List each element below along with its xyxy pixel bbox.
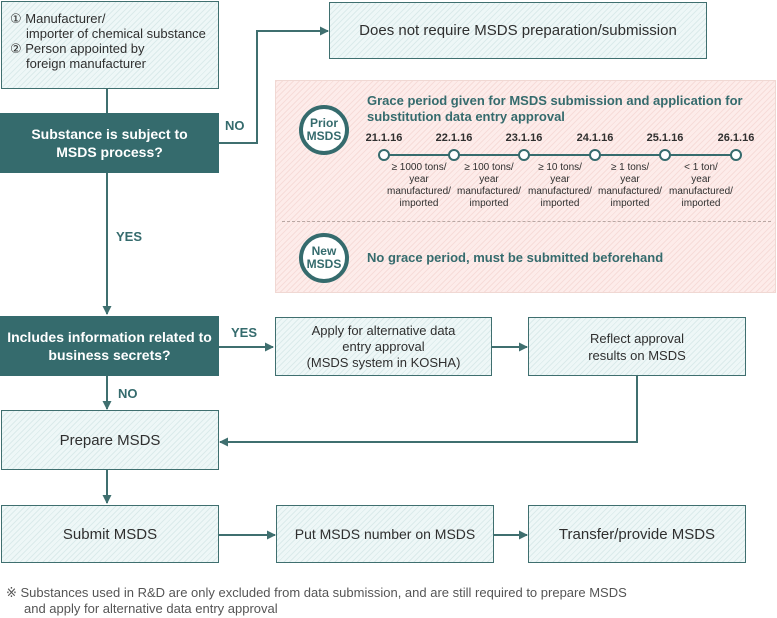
tier-5-line-1: < 1 ton/: [684, 162, 718, 173]
submit-msds-box: Submit MSDS: [1, 505, 219, 563]
apply-line-3: (MSDS system in KOSHA): [306, 354, 461, 370]
apply-line-2: entry approval: [342, 338, 425, 354]
transfer-provide-msds-box: Transfer/provide MSDS: [528, 505, 746, 563]
no-label-2: NO: [118, 386, 138, 401]
prior-badge-line-2: MSDS: [306, 129, 342, 143]
prior-msds-title: Grace period given for MSDS submission a…: [367, 93, 743, 125]
tier-2-line-1: ≥ 100 tons/: [464, 162, 514, 173]
tier-3: ≥ 10 tons/ year manufactured/ imported: [520, 162, 600, 210]
timeline-dot-2: [448, 149, 460, 161]
timeline-date-3: 23.1.16: [505, 132, 543, 144]
grace-period-panel: [275, 80, 776, 293]
prior-title-line-2: substitution data entry approval: [367, 109, 565, 124]
no-msds-required-box: Does not require MSDS preparation/submis…: [329, 2, 707, 59]
tier-5: < 1 ton/ year manufactured/ imported: [661, 162, 741, 210]
prior-title-line-1: Grace period given for MSDS submission a…: [367, 93, 743, 108]
tier-1-line-1: ≥ 1000 tons/: [391, 162, 447, 173]
start-line-4: foreign manufacturer: [26, 56, 146, 71]
start-line-2: importer of chemical substance: [26, 26, 206, 41]
reflect-line-1: Reflect approval: [590, 330, 684, 346]
tier-1-line-3: manufactured/: [387, 186, 451, 197]
timeline-date-5: 25.1.16: [646, 132, 684, 144]
tier-1: ≥ 1000 tons/ year manufactured/ imported: [379, 162, 459, 210]
tier-3-line-4: imported: [540, 198, 580, 209]
timeline-dot-3: [518, 149, 530, 161]
decision1-line-1: Substance is subject to: [31, 126, 188, 142]
decision2-line-2: business secrets?: [48, 347, 171, 363]
arrow-no-to-not-required: [219, 26, 329, 144]
timeline-date-6: 26.1.16: [717, 132, 755, 144]
tier-3-line-2: year: [550, 174, 570, 185]
decision1-line-2: MSDS process?: [56, 144, 163, 160]
decision2-line-1: Includes information related to: [7, 329, 212, 345]
yes-label-2: YES: [231, 325, 258, 340]
timeline-dot-4: [589, 149, 601, 161]
apply-alternative-data-box: Apply for alternative data entry approva…: [275, 317, 492, 376]
tier-4-line-2: year: [620, 174, 640, 185]
arrow-reflect-to-prepare: [219, 376, 638, 447]
tier-1-line-4: imported: [399, 198, 439, 209]
timeline-date-1: 21.1.16: [365, 132, 403, 144]
tier-4-line-4: imported: [610, 198, 650, 209]
tier-2: ≥ 100 tons/ year manufactured/ imported: [449, 162, 529, 210]
tier-5-line-3: manufactured/: [669, 186, 733, 197]
tier-4-line-3: manufactured/: [598, 186, 662, 197]
tier-2-line-2: year: [479, 174, 499, 185]
new-msds-text: No grace period, must be submitted befor…: [367, 250, 664, 265]
new-msds-badge: New MSDS: [299, 233, 349, 283]
tier-4: ≥ 1 tons/ year manufactured/ imported: [590, 162, 670, 210]
start-line-3: ② Person appointed by: [10, 41, 145, 56]
tier-4-line-1: ≥ 1 tons/: [610, 162, 650, 173]
tier-5-line-4: imported: [681, 198, 721, 209]
new-badge-line-1: New: [311, 244, 337, 258]
footnote-line-1: ※ Substances used in R&D are only exclud…: [6, 585, 627, 600]
grace-divider: [282, 221, 771, 222]
new-badge-line-2: MSDS: [306, 257, 342, 271]
timeline-date-2: 22.1.16: [435, 132, 473, 144]
prior-badge-line-1: Prior: [309, 116, 338, 130]
tier-2-line-3: manufactured/: [457, 186, 521, 197]
timeline-dot-5: [659, 149, 671, 161]
prepare-msds-box: Prepare MSDS: [1, 410, 219, 470]
timeline-date-4: 24.1.16: [576, 132, 614, 144]
apply-line-1: Apply for alternative data: [311, 322, 456, 338]
tier-5-line-2: year: [691, 174, 711, 185]
tier-3-line-1: ≥ 10 tons/: [538, 162, 582, 173]
start-line-1: ① Manufacturer/: [10, 11, 106, 26]
start-box: ① Manufacturer/ importer of chemical sub…: [1, 1, 219, 89]
decision-business-secrets: Includes information related to business…: [0, 316, 219, 376]
timeline-dot-6: [730, 149, 742, 161]
reflect-line-2: results on MSDS: [588, 347, 686, 363]
no-label-1: NO: [225, 118, 245, 133]
timeline-dot-1: [378, 149, 390, 161]
prior-msds-badge: Prior MSDS: [299, 105, 349, 155]
decision-subject-to-msds: Substance is subject to MSDS process?: [0, 113, 219, 173]
yes-label-1: YES: [116, 229, 143, 244]
tier-1-line-2: year: [409, 174, 429, 185]
footnote-line-2: and apply for alternative data entry app…: [24, 601, 278, 616]
footnote: ※ Substances used in R&D are only exclud…: [0, 585, 777, 617]
put-msds-number-box: Put MSDS number on MSDS: [276, 505, 494, 563]
tier-2-line-4: imported: [469, 198, 509, 209]
reflect-approval-box: Reflect approval results on MSDS: [528, 317, 746, 376]
tier-3-line-3: manufactured/: [528, 186, 592, 197]
